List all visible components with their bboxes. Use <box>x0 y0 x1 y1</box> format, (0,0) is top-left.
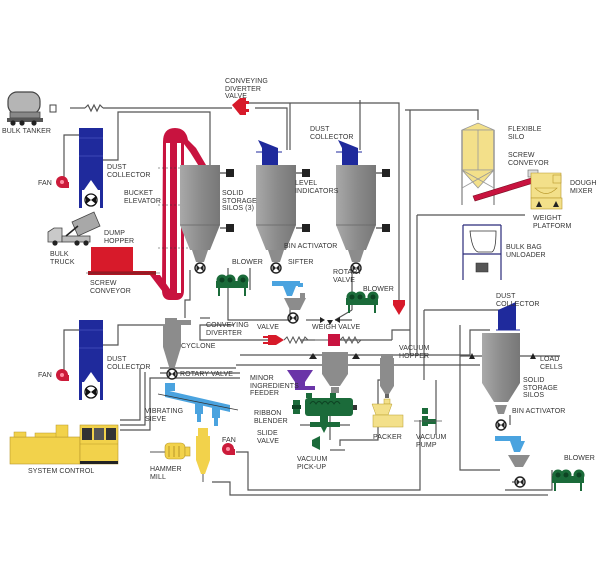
packer <box>371 398 404 428</box>
label-flexible-silo: FLEXIBLE SILO <box>508 126 542 141</box>
weigh-hopper-valve <box>328 334 340 346</box>
spring-coupling-mid <box>283 335 392 345</box>
label-solid-storage-silos: SOLID STORAGE SILOS <box>523 377 558 399</box>
rotary-valve-right <box>495 419 507 431</box>
label-minor-ingredients-feeder: MINOR INGREDIENTS FEEDER <box>250 375 299 397</box>
label-valve: VALVE <box>257 324 280 331</box>
label-slide-valve: SLIDE VALVE <box>257 430 280 445</box>
label-vibrating-sieve: VIBRATING SIEVE <box>145 408 184 423</box>
label-hammer-mill: HAMMER MILL <box>150 466 182 481</box>
blower-3 <box>552 469 585 491</box>
label-conveying-diverter: CONVEYING DIVERTER <box>206 322 249 337</box>
fan-2 <box>56 369 69 381</box>
label-load-cells: LOAD CELLS <box>540 356 563 371</box>
label-packer: PACKER <box>373 434 402 441</box>
dust-collector-silo-3 <box>336 140 362 165</box>
solid-storage-silo-3 <box>335 164 391 263</box>
label-bucket-elevator: BUCKET ELEVATOR <box>124 190 161 205</box>
label-vacuum-hopper: VACUUM HOPPER <box>399 345 430 360</box>
label-ribbon-blender: RIBBON BLENDER <box>254 410 288 425</box>
label-bin-activator-2: BIN ACTIVATOR <box>512 408 566 415</box>
rotary-valve-cyclone <box>166 368 178 380</box>
label-dust-collector-3: DUST COLLECTOR <box>107 356 151 371</box>
fan-3 <box>222 443 235 455</box>
label-dump-hopper: DUMP HOPPER <box>104 230 135 245</box>
label-level-indicators: LEVEL INDICATORS <box>295 180 339 195</box>
label-system-control: SYSTEM CONTROL <box>28 468 95 475</box>
solid-storage-silo-right <box>469 333 536 414</box>
rotary-valve-silo-1 <box>194 262 206 274</box>
label-fan-2: FAN <box>38 372 52 379</box>
label-sifter: SIFTER <box>288 259 314 266</box>
label-conveying-diverter-valve-top: CONVEYING DIVERTER VALVE <box>225 78 268 100</box>
label-weight-platform: WEIGHT PLATFORM <box>533 215 572 230</box>
fan-1 <box>56 176 69 188</box>
cyclone <box>163 318 191 370</box>
solid-storage-silo-1 <box>179 164 235 263</box>
ribbon-blender <box>292 393 357 433</box>
label-weigh-valve: WEIGH VALVE <box>312 324 361 331</box>
label-bulk-tanker: BULK TANKER <box>2 128 52 135</box>
label-fan-3: FAN <box>222 437 236 444</box>
label-blower-1: BLOWER <box>232 259 263 266</box>
label-vacuum-pump: VACUUM PUMP <box>416 434 447 449</box>
dough-mixer <box>530 172 563 210</box>
vacuum-pump <box>414 408 442 426</box>
label-blower-3: BLOWER <box>564 455 595 462</box>
label-screw-conveyor-top: SCREW CONVEYOR <box>508 152 549 167</box>
bulk-truck <box>47 211 101 246</box>
label-cyclone: CYCLONE <box>181 343 216 350</box>
sifter-right <box>495 436 530 467</box>
rotary-valve-sifter <box>287 312 299 324</box>
label-vacuum-pickup: VACUUM PICK-UP <box>297 456 328 471</box>
label-fan-1: FAN <box>38 180 52 187</box>
dust-collector-4 <box>496 302 520 331</box>
conveying-diverter-valve-top <box>232 98 249 115</box>
dust-collector-silo-2 <box>256 140 282 165</box>
flexible-silo <box>461 122 495 205</box>
bulk-bag-unloader <box>462 224 502 280</box>
label-bulk-truck: BULK TRUCK <box>50 251 75 266</box>
rotary-valve-bottom-right <box>514 476 526 488</box>
rotary-valve-silo-2 <box>270 262 282 274</box>
minor-ingredients-feeder <box>287 370 315 390</box>
dump-hopper <box>86 247 172 296</box>
label-dust-collector-2: DUST COLLECTOR <box>310 126 354 141</box>
bulk-tanker <box>7 91 57 126</box>
hammer-mill <box>150 428 210 482</box>
label-bulk-bag-unloader: BULK BAG UNLOADER <box>506 244 546 259</box>
dust-collector-1 <box>78 127 104 209</box>
sifter <box>272 281 306 310</box>
blower-2 <box>346 291 379 313</box>
label-dust-collector-1: DUST COLLECTOR <box>107 164 151 179</box>
vacuum-pickup <box>312 436 320 450</box>
weigh-hopper <box>309 351 360 393</box>
label-bin-activator-1: BIN ACTIVATOR <box>284 243 338 250</box>
label-blower-2: BLOWER <box>363 286 394 293</box>
vacuum-hopper <box>380 354 394 398</box>
label-solid-storage-silos-3: SOLID STORAGE SILOS (3) <box>222 190 257 212</box>
label-rotary-valve-1: ROTARY VALVE <box>333 269 363 284</box>
conveying-diverter-valve <box>263 335 284 345</box>
diverter-valve-right <box>393 300 405 315</box>
dust-collector-3 <box>78 319 104 401</box>
label-dust-collector-4: DUST COLLECTOR <box>496 293 540 308</box>
label-rotary-valve-2: ROTARY VALVE <box>180 371 234 378</box>
system-control <box>9 424 119 465</box>
label-screw-conveyor-left: SCREW CONVEYOR <box>90 280 131 295</box>
weigh-valve <box>320 317 340 325</box>
vibrating-sieve <box>157 383 239 426</box>
label-dough-mixer: DOUGH MIXER <box>570 180 597 195</box>
blower-1 <box>216 274 249 296</box>
